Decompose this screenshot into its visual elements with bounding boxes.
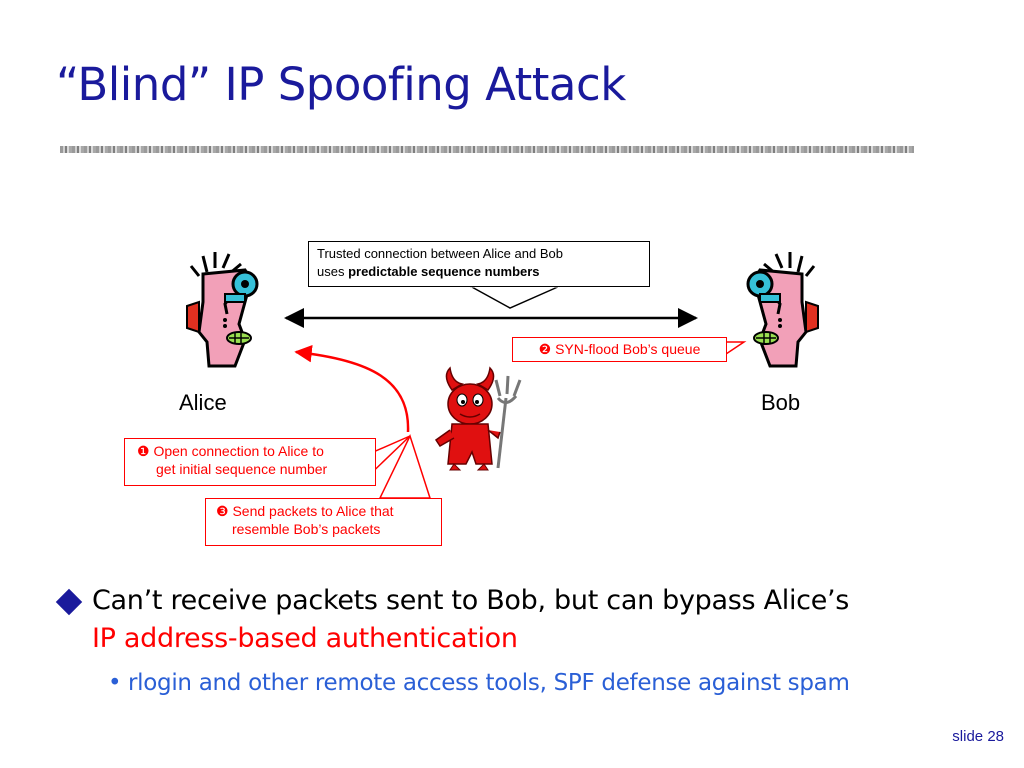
trusted-callout-line1: Trusted connection between Alice and Bob — [317, 246, 563, 261]
step1-callout: ❶ Open connection to Alice to get initia… — [124, 438, 376, 486]
alice-face-icon — [186, 252, 259, 368]
devil-icon — [434, 366, 522, 471]
alice-label: Alice — [179, 390, 227, 415]
main-bullet-red-text: IP address-based authentication — [92, 623, 518, 654]
sub-bullet-text: rlogin and other remote access tools, SP… — [128, 670, 850, 696]
main-bullet-text: Can’t receive packets sent to Bob, but c… — [92, 585, 850, 616]
bob-label: Bob — [761, 390, 801, 415]
step1-line1: ❶ Open connection to Alice to — [137, 443, 324, 459]
trusted-callout-bold: predictable sequence numbers — [348, 264, 540, 279]
sub-bullet-dot-icon: • — [108, 670, 122, 696]
trusted-connection-callout: Trusted connection between Alice and Bob… — [308, 241, 650, 287]
spoof-arrow — [294, 344, 410, 433]
main-bullet: Can’t receive packets sent to Bob, but c… — [55, 582, 976, 658]
step3-line2: resemble Bob’s packets — [232, 521, 381, 537]
step3-line1: ❸ Send packets to Alice that — [216, 503, 394, 519]
sub-bullet: •rlogin and other remote access tools, S… — [108, 670, 850, 696]
syn-flood-callout: ❷ SYN-flood Bob’s queue — [512, 337, 727, 362]
bob-face-icon — [746, 252, 819, 368]
step1-line2: get initial sequence number — [156, 461, 328, 477]
trusted-callout-pointer — [469, 285, 561, 309]
slide-number: slide 28 — [952, 728, 1004, 745]
syn-callout-pointer — [723, 341, 747, 356]
slide-title: “Blind” IP Spoofing Attack — [56, 58, 626, 111]
title-divider — [60, 146, 914, 153]
step3-callout: ❸ Send packets to Alice that resemble Bo… — [205, 498, 442, 546]
trusted-callout-prefix: uses — [317, 264, 349, 279]
trusted-callout-line2: uses predictable sequence numbers — [317, 263, 641, 281]
